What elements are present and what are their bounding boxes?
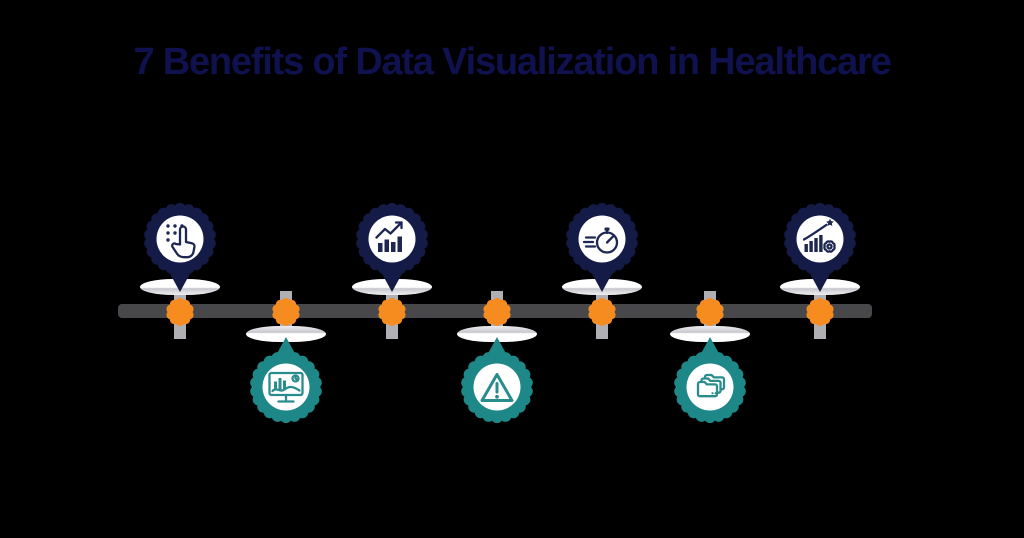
pin-marker-down bbox=[144, 202, 216, 292]
page-title: 7 Benefits of Data Visualization in Heal… bbox=[133, 41, 891, 83]
orange-node-icon bbox=[166, 298, 194, 326]
growth-chart-icon bbox=[375, 221, 403, 252]
dashboard-monitor-icon bbox=[268, 371, 304, 403]
pin-marker-up bbox=[674, 337, 746, 424]
warning-alert-icon bbox=[480, 373, 514, 402]
orange-node-icon bbox=[588, 298, 616, 326]
organized-folders-icon bbox=[696, 373, 726, 398]
tap-select-icon bbox=[166, 224, 196, 259]
pin-marker-down bbox=[784, 202, 856, 292]
pin-marker-down bbox=[356, 202, 428, 292]
analytics-gear-icon bbox=[802, 218, 836, 253]
orange-node-icon bbox=[378, 298, 406, 326]
pin-marker-up bbox=[250, 337, 322, 424]
marker-base bbox=[246, 326, 326, 342]
pin-marker-down bbox=[566, 202, 638, 292]
orange-node-icon bbox=[483, 298, 511, 326]
orange-node-icon bbox=[272, 298, 300, 326]
pin-marker-up bbox=[461, 337, 533, 424]
marker-base bbox=[670, 326, 750, 342]
marker-base bbox=[457, 326, 537, 342]
orange-node-icon bbox=[696, 298, 724, 326]
orange-node-icon bbox=[806, 298, 834, 326]
stopwatch-speed-icon bbox=[582, 227, 619, 254]
